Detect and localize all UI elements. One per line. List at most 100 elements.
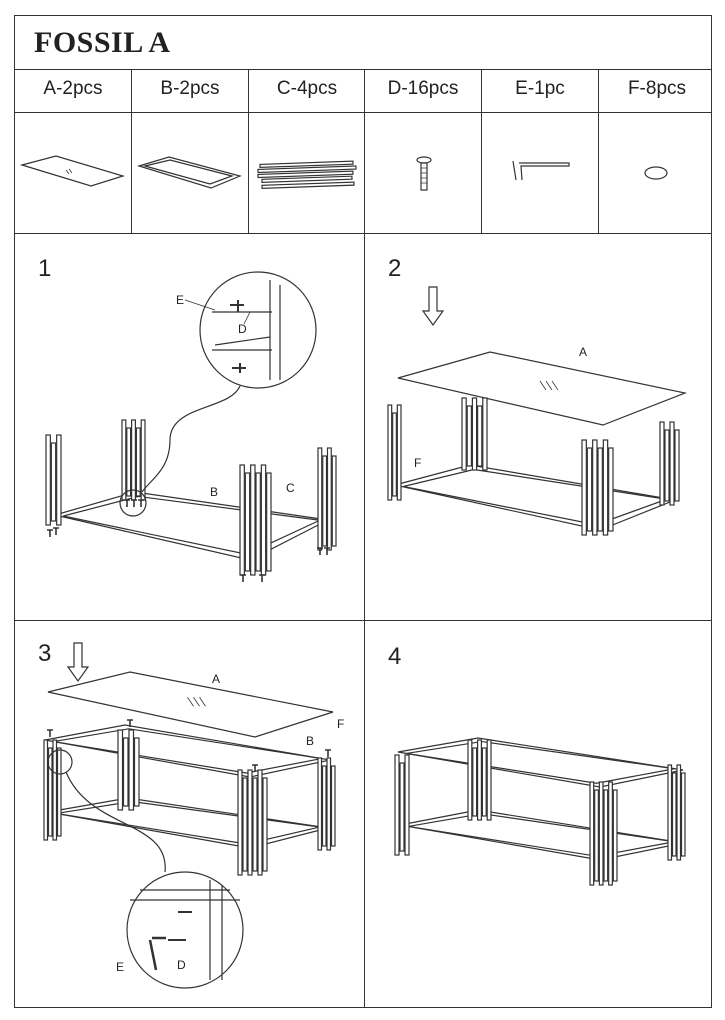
callout-b: B	[210, 485, 219, 499]
allen-key-icon	[512, 160, 570, 181]
frame-b	[399, 809, 684, 861]
leg-c	[461, 397, 467, 471]
screw	[252, 764, 258, 772]
leg-c	[122, 737, 129, 807]
callout-c: C	[286, 481, 295, 495]
leg-c	[586, 447, 593, 532]
leg-c	[597, 447, 603, 532]
leg-c	[674, 429, 680, 502]
instruction-sheet-border	[14, 15, 712, 1008]
leg-c	[128, 729, 135, 811]
leg-c	[612, 789, 618, 882]
leg-c	[266, 472, 272, 572]
leg-c	[317, 757, 323, 851]
part-label-a: A-2pcs	[43, 78, 103, 99]
glass-a	[397, 351, 688, 426]
leg-c	[56, 434, 62, 526]
leg-c	[598, 781, 604, 886]
callout-e: E	[116, 960, 125, 974]
leg-c	[45, 434, 51, 526]
leg-c	[608, 447, 614, 532]
leg-c	[321, 765, 327, 847]
leg-c	[680, 772, 686, 857]
leg-c	[47, 747, 53, 837]
leg-c	[50, 442, 57, 522]
frame-b	[397, 737, 684, 788]
leg-c	[589, 781, 595, 886]
leg-c	[252, 777, 258, 872]
callout-d: D	[177, 958, 186, 972]
divider	[131, 69, 132, 233]
glass-reflection	[187, 697, 206, 707]
callout-f: F	[414, 456, 422, 470]
screw	[240, 574, 246, 582]
leg-c	[486, 739, 492, 821]
leg-c	[126, 427, 132, 497]
divider	[248, 69, 249, 233]
screw	[138, 499, 144, 507]
leg-bars-icon	[257, 160, 357, 189]
leg-c	[404, 754, 410, 856]
part-label-b: B-2pcs	[160, 78, 220, 99]
leg-c	[56, 747, 62, 837]
screw	[53, 527, 59, 535]
divider	[364, 69, 365, 1008]
leg-c	[52, 739, 58, 841]
leg-c	[477, 739, 483, 821]
leg-c	[602, 439, 609, 536]
leg-c	[326, 447, 332, 551]
leg-c	[676, 764, 682, 861]
leg-c	[133, 737, 140, 807]
screw	[47, 729, 53, 737]
down-arrow-icon	[421, 286, 445, 327]
glass-a	[47, 671, 334, 738]
leg-c	[594, 789, 599, 882]
divider	[598, 69, 599, 233]
frame-tray-icon	[136, 156, 242, 189]
leg-c	[135, 427, 141, 497]
leg-c	[392, 412, 397, 497]
step-number-4: 4	[388, 643, 402, 670]
callout-f: F	[337, 717, 345, 731]
step-number-3: 3	[38, 640, 52, 667]
screw	[124, 499, 130, 507]
leg-c	[387, 404, 393, 501]
glass-reflection	[539, 380, 559, 391]
leg-c	[117, 729, 124, 811]
divider	[14, 620, 712, 621]
leg-c	[466, 405, 473, 467]
leg-c	[608, 781, 613, 886]
detail-magnifier	[119, 271, 317, 517]
detail-magnifier	[47, 749, 244, 989]
leg-c	[667, 764, 673, 861]
leg-c	[242, 777, 248, 872]
leg-c	[581, 439, 587, 536]
leg-c	[482, 397, 488, 471]
leg-c	[592, 439, 598, 536]
leg-c	[603, 789, 609, 882]
screw	[131, 499, 137, 507]
frame-b-inner	[406, 740, 675, 784]
leg-c	[43, 739, 49, 841]
pad-icon	[644, 166, 668, 180]
frame-b	[394, 464, 678, 531]
leg-c	[331, 455, 337, 547]
leg-c	[669, 421, 675, 506]
screw	[325, 749, 331, 757]
callout-a: A	[579, 345, 588, 359]
glass-panel-icon	[19, 155, 126, 187]
divider	[14, 233, 712, 234]
screw-icon	[416, 156, 432, 191]
leg-c	[244, 472, 251, 572]
leg-c	[481, 747, 487, 817]
leg-c	[399, 762, 405, 852]
part-label-f: F-8pcs	[627, 78, 687, 99]
callout-a: A	[212, 672, 221, 686]
leg-c	[330, 765, 336, 847]
leg-c	[326, 757, 332, 851]
frame-b	[52, 491, 330, 561]
leg-c	[472, 747, 478, 817]
leg-c	[247, 769, 253, 876]
step-number-1: 1	[38, 255, 52, 282]
